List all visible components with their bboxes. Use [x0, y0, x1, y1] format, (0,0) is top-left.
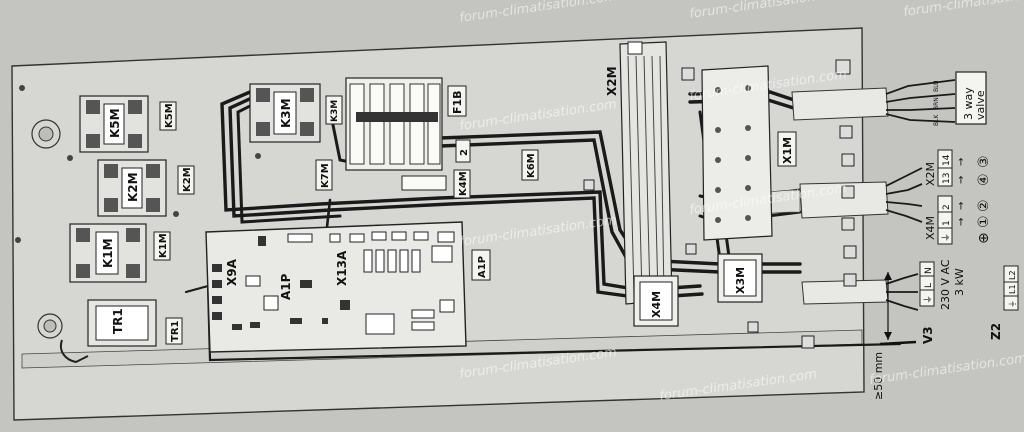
dimension-indicator: ≥50 mm — [872, 272, 917, 400]
mount-hole-inner — [43, 319, 57, 333]
x4m-ground: ⏚ — [941, 233, 952, 242]
x4m-terminal-1: 1 — [942, 220, 952, 226]
x4m-terminal-2: 2 — [942, 204, 952, 210]
arrow-icon: → — [956, 202, 967, 210]
cable-clips — [583, 59, 857, 349]
terminal-block-x3m: X3M — [717, 253, 763, 303]
mount-hole — [37, 313, 63, 339]
k5m-label: K5M — [108, 108, 122, 138]
svg-text:X3M: X3M — [734, 267, 747, 294]
svg-text:K6M: K6M — [526, 153, 537, 178]
terminal-block-x1m: X1M — [701, 65, 797, 241]
z2-label: Z2 — [989, 323, 1003, 340]
x2m-ext-label: X2M — [924, 162, 937, 186]
svg-text:K7M: K7M — [320, 163, 331, 188]
z2-terminal-l2: L2 — [1008, 270, 1017, 280]
k1m-side-label: K1M — [158, 233, 169, 258]
v3-ground: ⏚ — [923, 295, 934, 304]
screw — [173, 211, 179, 217]
fuse-number: 2 — [459, 149, 470, 156]
wire-color-brn: BRN — [933, 97, 940, 110]
contactor-k7m-label: K7M — [315, 159, 333, 191]
f1b-label: F1B — [451, 90, 464, 114]
x4m-external-terminals: X4M ⏚ 1 2 → → ⊕ ① ② — [924, 195, 992, 245]
contactor-k4m-label: K4M — [401, 169, 471, 199]
svg-text:K4M: K4M — [458, 171, 469, 196]
dimension-label: ≥50 mm — [872, 352, 885, 400]
z2-terminals: Z2 ⏚ L1 L2 — [989, 265, 1019, 340]
x4m-circle-2: ② — [976, 199, 992, 212]
x13a-label: X13A — [335, 250, 349, 286]
x2m-label: X2M — [605, 66, 619, 96]
pcb-a1p: X9A A1P X13A A1P — [205, 221, 491, 353]
k3m-side-label: K3M — [330, 100, 340, 122]
wire-color-blu: BLU — [933, 80, 940, 92]
x4m-circle-1: ① — [976, 215, 992, 228]
mount-hole-inner — [38, 126, 54, 142]
x1m-label: X1M — [781, 137, 794, 164]
arrow-icon: → — [956, 218, 967, 226]
contactor-k1m: K1M K1M — [69, 223, 171, 283]
screw — [15, 237, 21, 243]
supply-power: 3 kW — [953, 268, 966, 296]
arrow-icon: → — [956, 176, 967, 184]
external-wires — [885, 79, 956, 311]
contactor-k6m-label: K6M — [521, 149, 539, 181]
screw — [67, 155, 73, 161]
k3m-label: K3M — [279, 98, 293, 128]
terminal-block-x4m: X4M — [633, 275, 679, 327]
breaker-f1b: F1B 2 — [345, 77, 471, 171]
v3-supply-terminals: ⏚ L N 230 V AC 3 kW V3 — [919, 259, 966, 344]
x2m-circle-4: ④ — [976, 173, 992, 186]
svg-text:X4M: X4M — [650, 291, 663, 318]
z2-ground: ⏚ — [1008, 300, 1017, 308]
valve-label-line2: valve — [974, 90, 987, 120]
wire-color-blk: BLK — [933, 114, 940, 126]
x9a-label: X9A — [225, 258, 239, 286]
three-way-valve: 3 way valve BLU BRN BLK — [933, 71, 987, 126]
x2m-external-terminals: X2M 13 14 → → ④ ③ — [924, 149, 992, 187]
tr1-side-label: TR1 — [170, 320, 181, 342]
k2m-side-label: K2M — [182, 167, 193, 192]
v3-terminal-n: N — [924, 267, 934, 274]
contactor-k3m: K3M K3M — [249, 83, 343, 143]
transformer-tr1: TR1 TR1 — [60, 299, 183, 364]
contactor-k5m: K5M K5M — [79, 95, 177, 153]
x2m-terminal-13: 13 — [942, 173, 952, 184]
screw — [19, 85, 25, 91]
k1m-label: K1M — [101, 238, 115, 268]
terminal-strip-x2m: X2M — [605, 41, 673, 305]
supply-voltage: 230 V AC — [939, 259, 952, 310]
k2m-label: K2M — [126, 172, 140, 202]
x2m-terminal-14: 14 — [942, 154, 952, 166]
z2-terminal-l1: L1 — [1008, 284, 1017, 294]
supply-id: V3 — [921, 326, 935, 344]
screw — [255, 153, 261, 159]
a1p-side-label: A1P — [477, 256, 488, 278]
x4m-ext-label: X4M — [924, 216, 937, 240]
ground-circle-icon: ⊕ — [976, 232, 992, 244]
arrow-icon: → — [956, 158, 967, 166]
valve-label-line1: 3 way — [962, 87, 975, 120]
tr1-label: TR1 — [111, 308, 125, 334]
contactor-k2m: K2M K2M — [97, 159, 195, 217]
v3-terminal-l: L — [924, 283, 934, 288]
mount-hole — [31, 119, 61, 149]
x2m-circle-3: ③ — [976, 155, 992, 168]
k5m-side-label: K5M — [164, 103, 175, 128]
a1p-pcb-label: A1P — [279, 273, 293, 300]
